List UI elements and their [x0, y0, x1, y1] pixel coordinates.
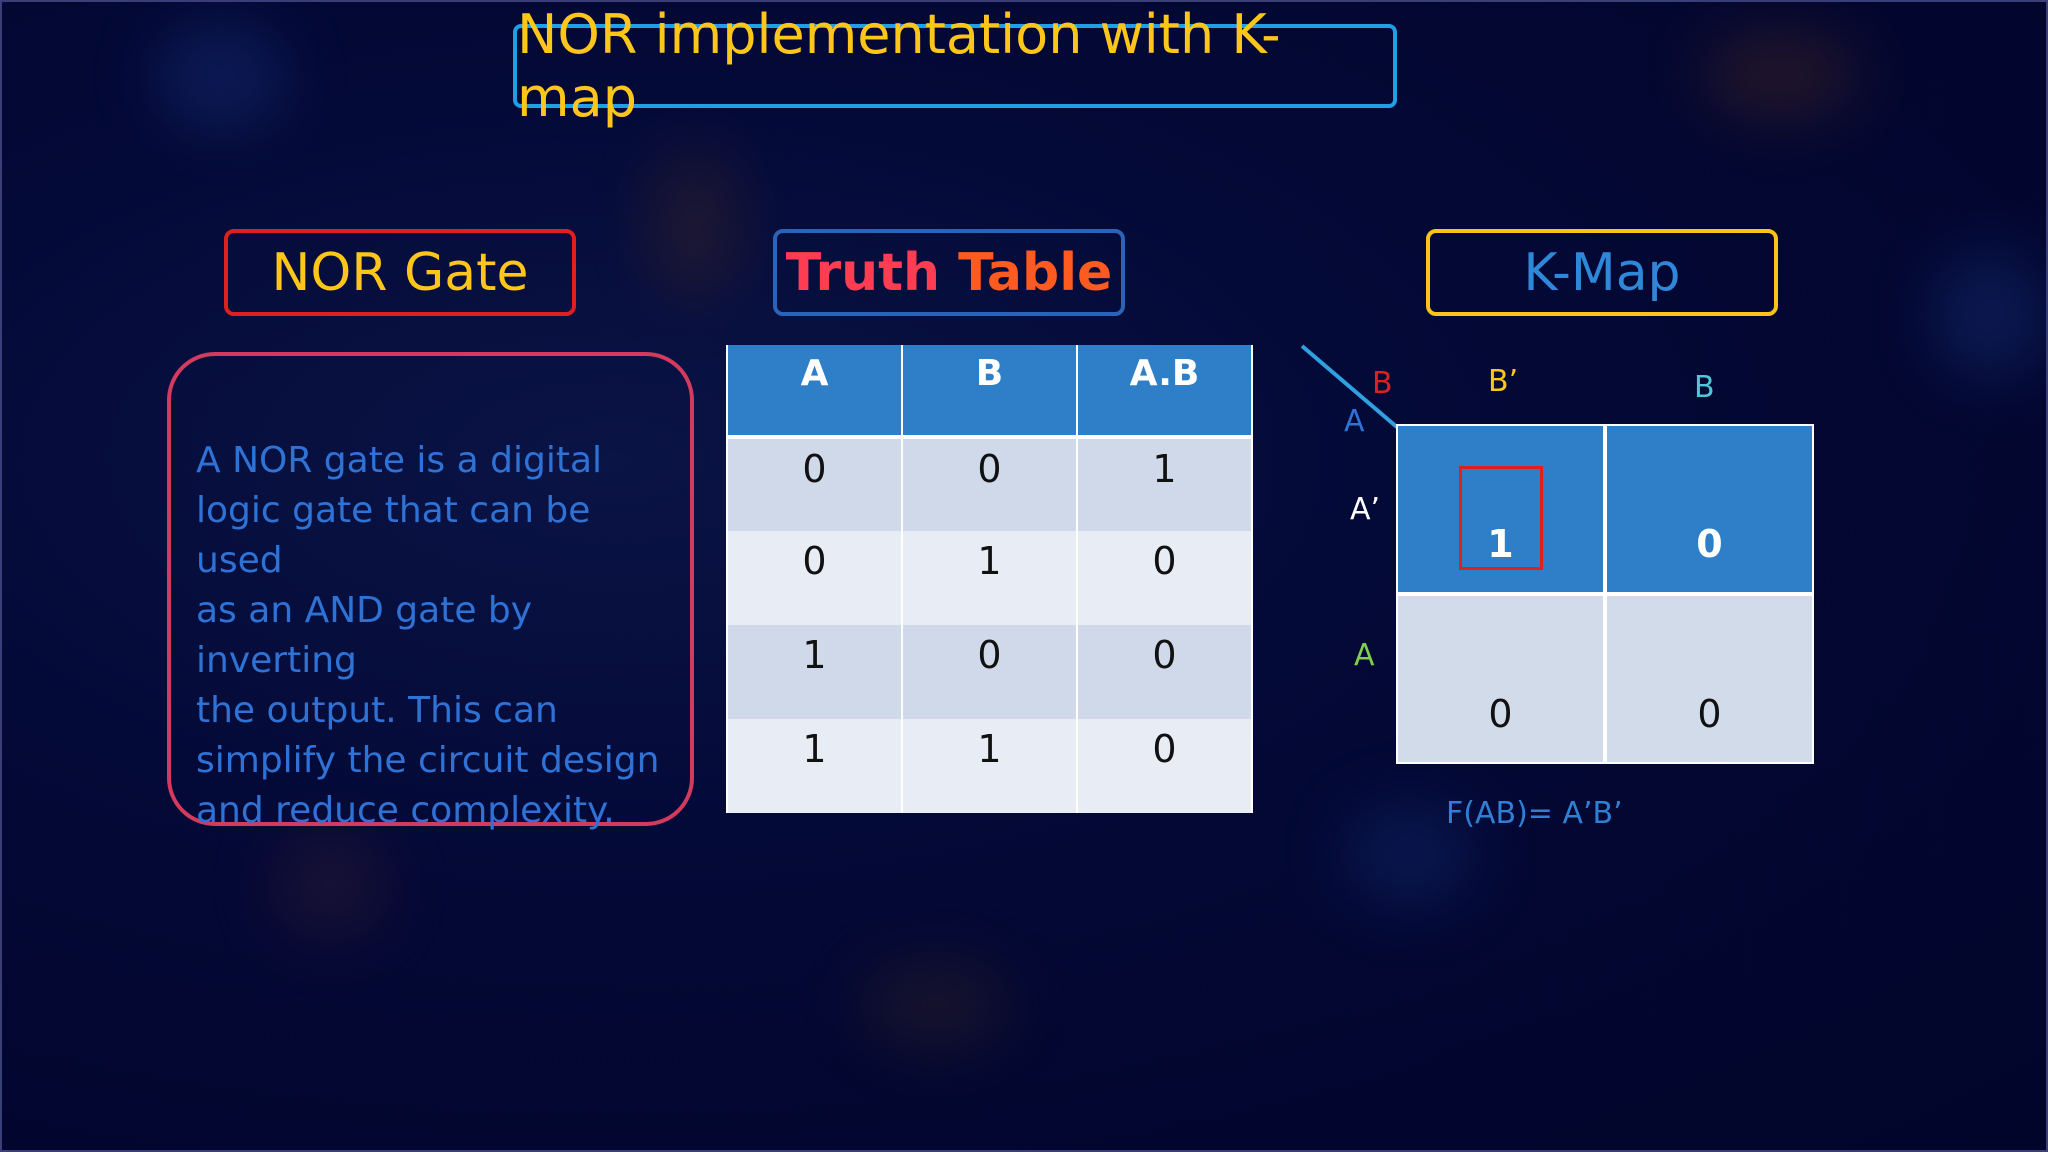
table-cell: 1 — [1076, 437, 1253, 531]
slide-title: NOR implementation with K-map — [513, 3, 1397, 129]
kmap-cell: 0 — [1398, 596, 1603, 762]
kmap-col-label-b: B — [1694, 370, 1715, 405]
truth-table-heading-word2: Table — [958, 242, 1113, 303]
column-header-a: A — [726, 345, 903, 439]
truth-table-heading-word1: Truth — [785, 242, 941, 303]
nor-gate-heading: NOR Gate — [224, 229, 576, 316]
table-cell: 0 — [1076, 531, 1253, 625]
nor-gate-description: A NOR gate is a digital logic gate that … — [196, 440, 660, 831]
truth-table: A B A.B 0 0 1 0 1 0 1 0 0 1 1 0 — [726, 345, 1253, 813]
table-cell: 0 — [726, 437, 903, 531]
kmap-cell: 1 — [1398, 426, 1603, 592]
background-glow — [1700, 30, 1860, 120]
table-cell: 0 — [901, 437, 1078, 531]
table-cell: 0 — [726, 531, 903, 625]
kmap-formula: F(AB)= A’B’ — [1446, 796, 1623, 831]
background-glow — [150, 20, 290, 130]
background-glow — [270, 830, 390, 940]
kmap-grid: 1 0 0 0 — [1396, 424, 1814, 764]
background-glow — [1930, 250, 2048, 380]
background-glow — [1340, 800, 1480, 910]
column-header-output: A.B — [1076, 345, 1253, 439]
background-glow — [650, 150, 740, 300]
table-cell: 0 — [901, 625, 1078, 719]
kmap-heading: K-Map — [1426, 229, 1778, 316]
truth-table-heading: Truth Table — [773, 229, 1125, 316]
table-cell: 0 — [1076, 625, 1253, 719]
truth-table-header-row: A B A.B — [726, 345, 1253, 439]
table-cell: 1 — [901, 531, 1078, 625]
kmap-col-label-b-prime: B’ — [1488, 364, 1519, 399]
kmap-corner-row-var: A — [1344, 404, 1365, 439]
table-row: 0 1 0 — [726, 531, 1253, 625]
kmap-cell: 0 — [1607, 426, 1812, 592]
kmap-row-label-a-prime: A’ — [1350, 492, 1381, 527]
kmap-cell: 0 — [1607, 596, 1812, 762]
table-cell: 1 — [726, 719, 903, 813]
kmap-row-label-a: A — [1354, 638, 1375, 673]
table-cell: 1 — [726, 625, 903, 719]
table-row: 1 1 0 — [726, 719, 1253, 813]
table-row: 0 0 1 — [726, 437, 1253, 531]
kmap-group-box — [1459, 466, 1543, 570]
column-header-b: B — [901, 345, 1078, 439]
table-cell: 1 — [901, 719, 1078, 813]
kmap-corner-col-var: B — [1372, 366, 1393, 401]
background-glow — [860, 960, 1010, 1050]
description-box — [167, 352, 694, 826]
table-cell: 0 — [1076, 719, 1253, 813]
table-row: 1 0 0 — [726, 625, 1253, 719]
